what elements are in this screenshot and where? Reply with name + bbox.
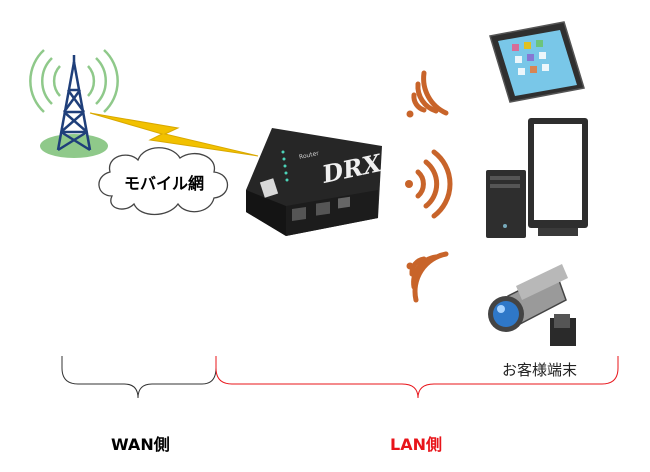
wan-side-label: WAN側 xyxy=(111,435,170,454)
wifi-icon xyxy=(405,149,453,219)
cloud-icon xyxy=(98,147,229,216)
router-icon xyxy=(246,128,382,236)
wifi-icon xyxy=(406,251,449,303)
lan-side-label: LAN側 xyxy=(390,435,442,454)
cell-tower-icon xyxy=(29,49,119,158)
security-camera-icon xyxy=(488,264,576,346)
lan-bracket xyxy=(215,356,619,399)
tablet-icon xyxy=(489,21,585,103)
desktop-pc-icon xyxy=(486,118,588,238)
customer-devices-label: お客様端末 xyxy=(502,361,578,379)
wifi-icon xyxy=(406,70,449,118)
lightning-icon xyxy=(89,112,259,157)
mobile-network-label: モバイル網 xyxy=(124,174,205,193)
wan-bracket xyxy=(61,356,217,399)
